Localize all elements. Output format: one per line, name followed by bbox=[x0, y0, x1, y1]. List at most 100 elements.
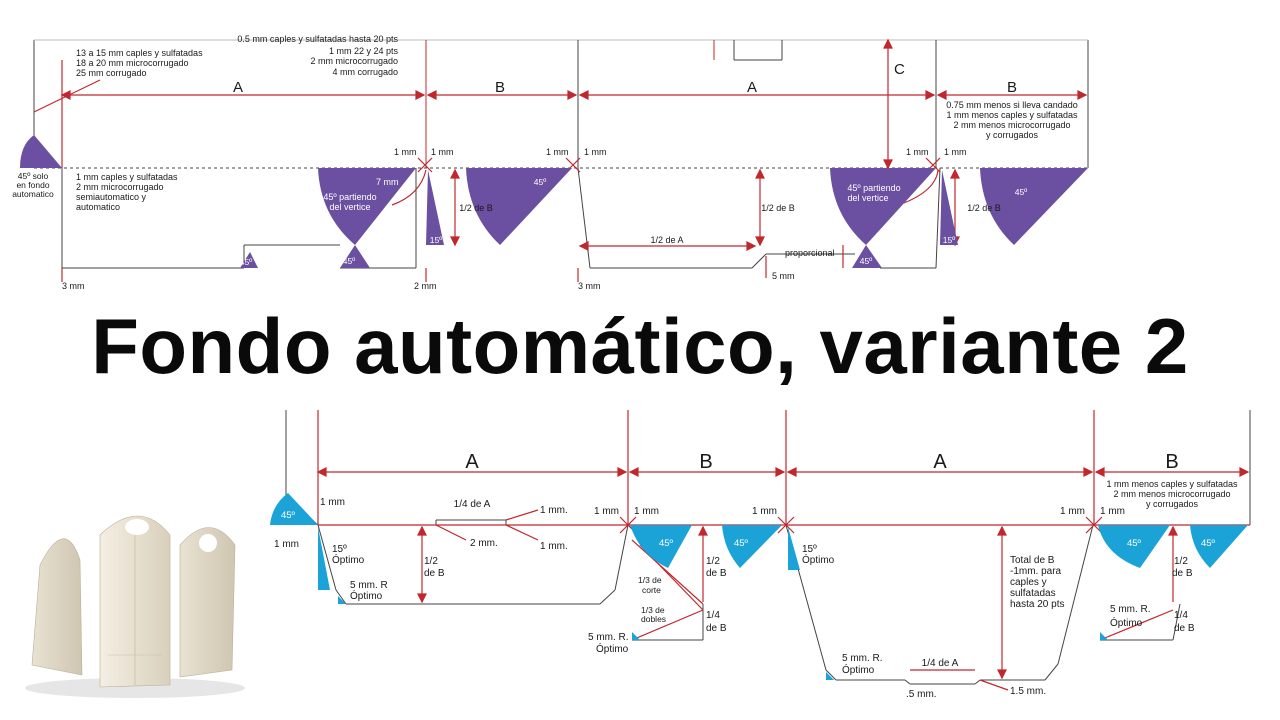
bottom-45-e: 45º bbox=[1201, 538, 1216, 549]
top-dim-b-1: B bbox=[495, 79, 505, 96]
bottom-total-b-1: Total de B bbox=[1010, 555, 1055, 566]
top-corner-label-1: 45º solo bbox=[18, 171, 49, 181]
bottom-15-opt-1b: Óptimo bbox=[332, 553, 365, 566]
bottom-half-mm: .5 mm. bbox=[906, 689, 937, 700]
top-2mm: 2 mm bbox=[414, 281, 437, 291]
bottom-total-b-2: -1mm. para bbox=[1010, 566, 1062, 577]
bottom-total-b-4: sulfatadas bbox=[1010, 588, 1056, 599]
top-note-left-1: 13 a 15 mm caples y sulfatadas bbox=[76, 48, 203, 58]
bottom-1mm-c: 1 mm bbox=[594, 506, 619, 517]
bottom-5mm-r-1b: Óptimo bbox=[350, 589, 383, 602]
bottom-dim-a-2: A bbox=[933, 451, 947, 473]
top-note-flap-3: semiautomatico y bbox=[76, 192, 147, 202]
bottom-1mm-b: 1 mm bbox=[274, 539, 299, 550]
top-45-b: 45º bbox=[343, 256, 356, 266]
top-note-center-4: 4 mm corrugado bbox=[332, 67, 398, 77]
top-1mm-e: 1 mm bbox=[906, 147, 929, 157]
bottom-half-b-2a: 1/2 bbox=[706, 556, 720, 567]
top-dim-c: C bbox=[894, 61, 905, 78]
bottom-structure-lines bbox=[285, 410, 1251, 685]
bottom-1mm-e: 1 mm bbox=[752, 506, 777, 517]
bottom-note-right-3: y corrugados bbox=[1146, 499, 1199, 509]
bottom-45-b: 45º bbox=[659, 538, 674, 549]
bottom-half-b-1a: 1/2 bbox=[424, 556, 438, 567]
top-3mm-2: 3 mm bbox=[578, 281, 601, 291]
top-note-left-3: 25 mm corrugado bbox=[76, 68, 147, 78]
top-3mm-1: 3 mm bbox=[62, 281, 85, 291]
top-note-flap-1: 1 mm caples y sulfatadas bbox=[76, 172, 178, 182]
bottom-third-corte-b: corte bbox=[642, 585, 661, 595]
bottom-third-dobles-a: 1/3 de bbox=[641, 605, 665, 615]
top-45-e: 45º bbox=[1015, 187, 1028, 197]
top-7mm: 7 mm bbox=[376, 177, 399, 187]
top-corner-label-3: automatico bbox=[12, 189, 54, 199]
bottom-quarter-b-1a: 1/4 bbox=[706, 610, 720, 621]
top-half-b-2: 1/2 de B bbox=[761, 203, 795, 213]
top-note-center-1: 0.5 mm caples y sulfatadas hasta 20 pts bbox=[237, 34, 398, 44]
top-vertex-label-1a: 45º partiendo bbox=[323, 192, 376, 202]
bottom-5mm-r-1a: 5 mm. R bbox=[350, 580, 388, 591]
bottom-third-corte-a: 1/3 de bbox=[638, 575, 662, 585]
bottom-2mm: 2 mm. bbox=[470, 538, 498, 549]
bottom-dim-b-1: B bbox=[699, 451, 712, 473]
top-1mm-a: 1 mm bbox=[394, 147, 417, 157]
top-corner-label-2: en fondo bbox=[16, 180, 49, 190]
top-note-left-2: 18 a 20 mm microcorrugado bbox=[76, 58, 189, 68]
top-5mm: 5 mm bbox=[772, 271, 795, 281]
bottom-note-right-1: 1 mm menos caples y sulfatadas bbox=[1106, 479, 1238, 489]
top-45-c: 45º bbox=[534, 177, 547, 187]
bottom-half-b-2b: de B bbox=[706, 568, 727, 579]
bottom-15-opt-1a: 15º bbox=[332, 544, 347, 555]
bottom-third-dobles-b: dobles bbox=[641, 614, 666, 624]
bottom-15-opt-2b: Óptimo bbox=[802, 553, 835, 566]
bottom-quarter-a-2: 1/4 de A bbox=[922, 658, 959, 669]
top-structure-lines bbox=[33, 39, 1089, 269]
bottom-blue-shapes bbox=[270, 493, 1248, 680]
top-1mm-d: 1 mm bbox=[584, 147, 607, 157]
top-1mm-b: 1 mm bbox=[431, 147, 454, 157]
top-1mm-f: 1 mm bbox=[944, 147, 967, 157]
top-half-a: 1/2 de A bbox=[650, 235, 683, 245]
bottom-total-b-3: caples y bbox=[1010, 577, 1047, 588]
bottom-1mm-g: 1 mm bbox=[1100, 506, 1125, 517]
bottom-1mm-dot-b: 1 mm. bbox=[540, 541, 568, 552]
top-note-flap-2: 2 mm microcorrugado bbox=[76, 182, 164, 192]
bottom-dieline-diagram: A B A B 1 mm menos caples y sulfatadas 2… bbox=[270, 410, 1251, 700]
top-note-right-4: y corrugados bbox=[986, 130, 1039, 140]
top-proporcional: proporcional bbox=[785, 248, 835, 258]
bottom-quarter-b-2a: 1/4 bbox=[1174, 610, 1188, 621]
bottom-half-b-1b: de B bbox=[424, 568, 445, 579]
top-dimension-arrows bbox=[33, 38, 1088, 282]
top-45-a: 45º bbox=[240, 257, 253, 267]
top-note-right-1: 0.75 mm menos si lleva candado bbox=[946, 100, 1078, 110]
top-note-center-3: 2 mm microcorrugado bbox=[310, 56, 398, 66]
bottom-total-b-5: hasta 20 pts bbox=[1010, 599, 1064, 610]
top-note-right-3: 2 mm menos microcorrugado bbox=[953, 120, 1070, 130]
bottom-45-d: 45º bbox=[1127, 538, 1142, 549]
top-vertex-label-2b: del vertice bbox=[847, 193, 888, 203]
top-1mm-c: 1 mm bbox=[546, 147, 569, 157]
bottom-dim-a-1: A bbox=[465, 451, 479, 473]
top-15-a: 15º bbox=[430, 235, 443, 245]
top-labels: 13 a 15 mm caples y sulfatadas 18 a 20 m… bbox=[12, 34, 1078, 291]
bottom-15-opt-2a: 15º bbox=[802, 544, 817, 555]
product-boxes-illustration bbox=[25, 515, 245, 698]
bottom-dim-b-2: B bbox=[1165, 451, 1178, 473]
top-note-center-2: 1 mm 22 y 24 pts bbox=[329, 46, 399, 56]
top-note-flap-4: automatico bbox=[76, 202, 120, 212]
bottom-5mm-r-3a: 5 mm. R. bbox=[842, 653, 883, 664]
top-note-right-2: 1 mm menos caples y sulfatadas bbox=[946, 110, 1078, 120]
bottom-half-b-3b: de B bbox=[1172, 568, 1193, 579]
bottom-45-c: 45º bbox=[734, 538, 749, 549]
bottom-45-a: 45º bbox=[281, 510, 296, 521]
bottom-quarter-b-2b: de B bbox=[1174, 623, 1195, 634]
bottom-1mm-dot-a: 1 mm. bbox=[540, 505, 568, 516]
top-dim-a-1: A bbox=[233, 79, 243, 96]
top-45-d: 45º bbox=[860, 256, 873, 266]
top-dieline-diagram: 13 a 15 mm caples y sulfatadas 18 a 20 m… bbox=[12, 34, 1089, 291]
bottom-note-right-2: 2 mm menos microcorrugado bbox=[1113, 489, 1230, 499]
top-vertex-label-2a: 45º partiendo bbox=[847, 183, 900, 193]
bottom-5mm-r-2b: Óptimo bbox=[596, 642, 629, 655]
bottom-1mm-f: 1 mm bbox=[1060, 506, 1085, 517]
bottom-quarter-a-1: 1/4 de A bbox=[454, 499, 491, 510]
